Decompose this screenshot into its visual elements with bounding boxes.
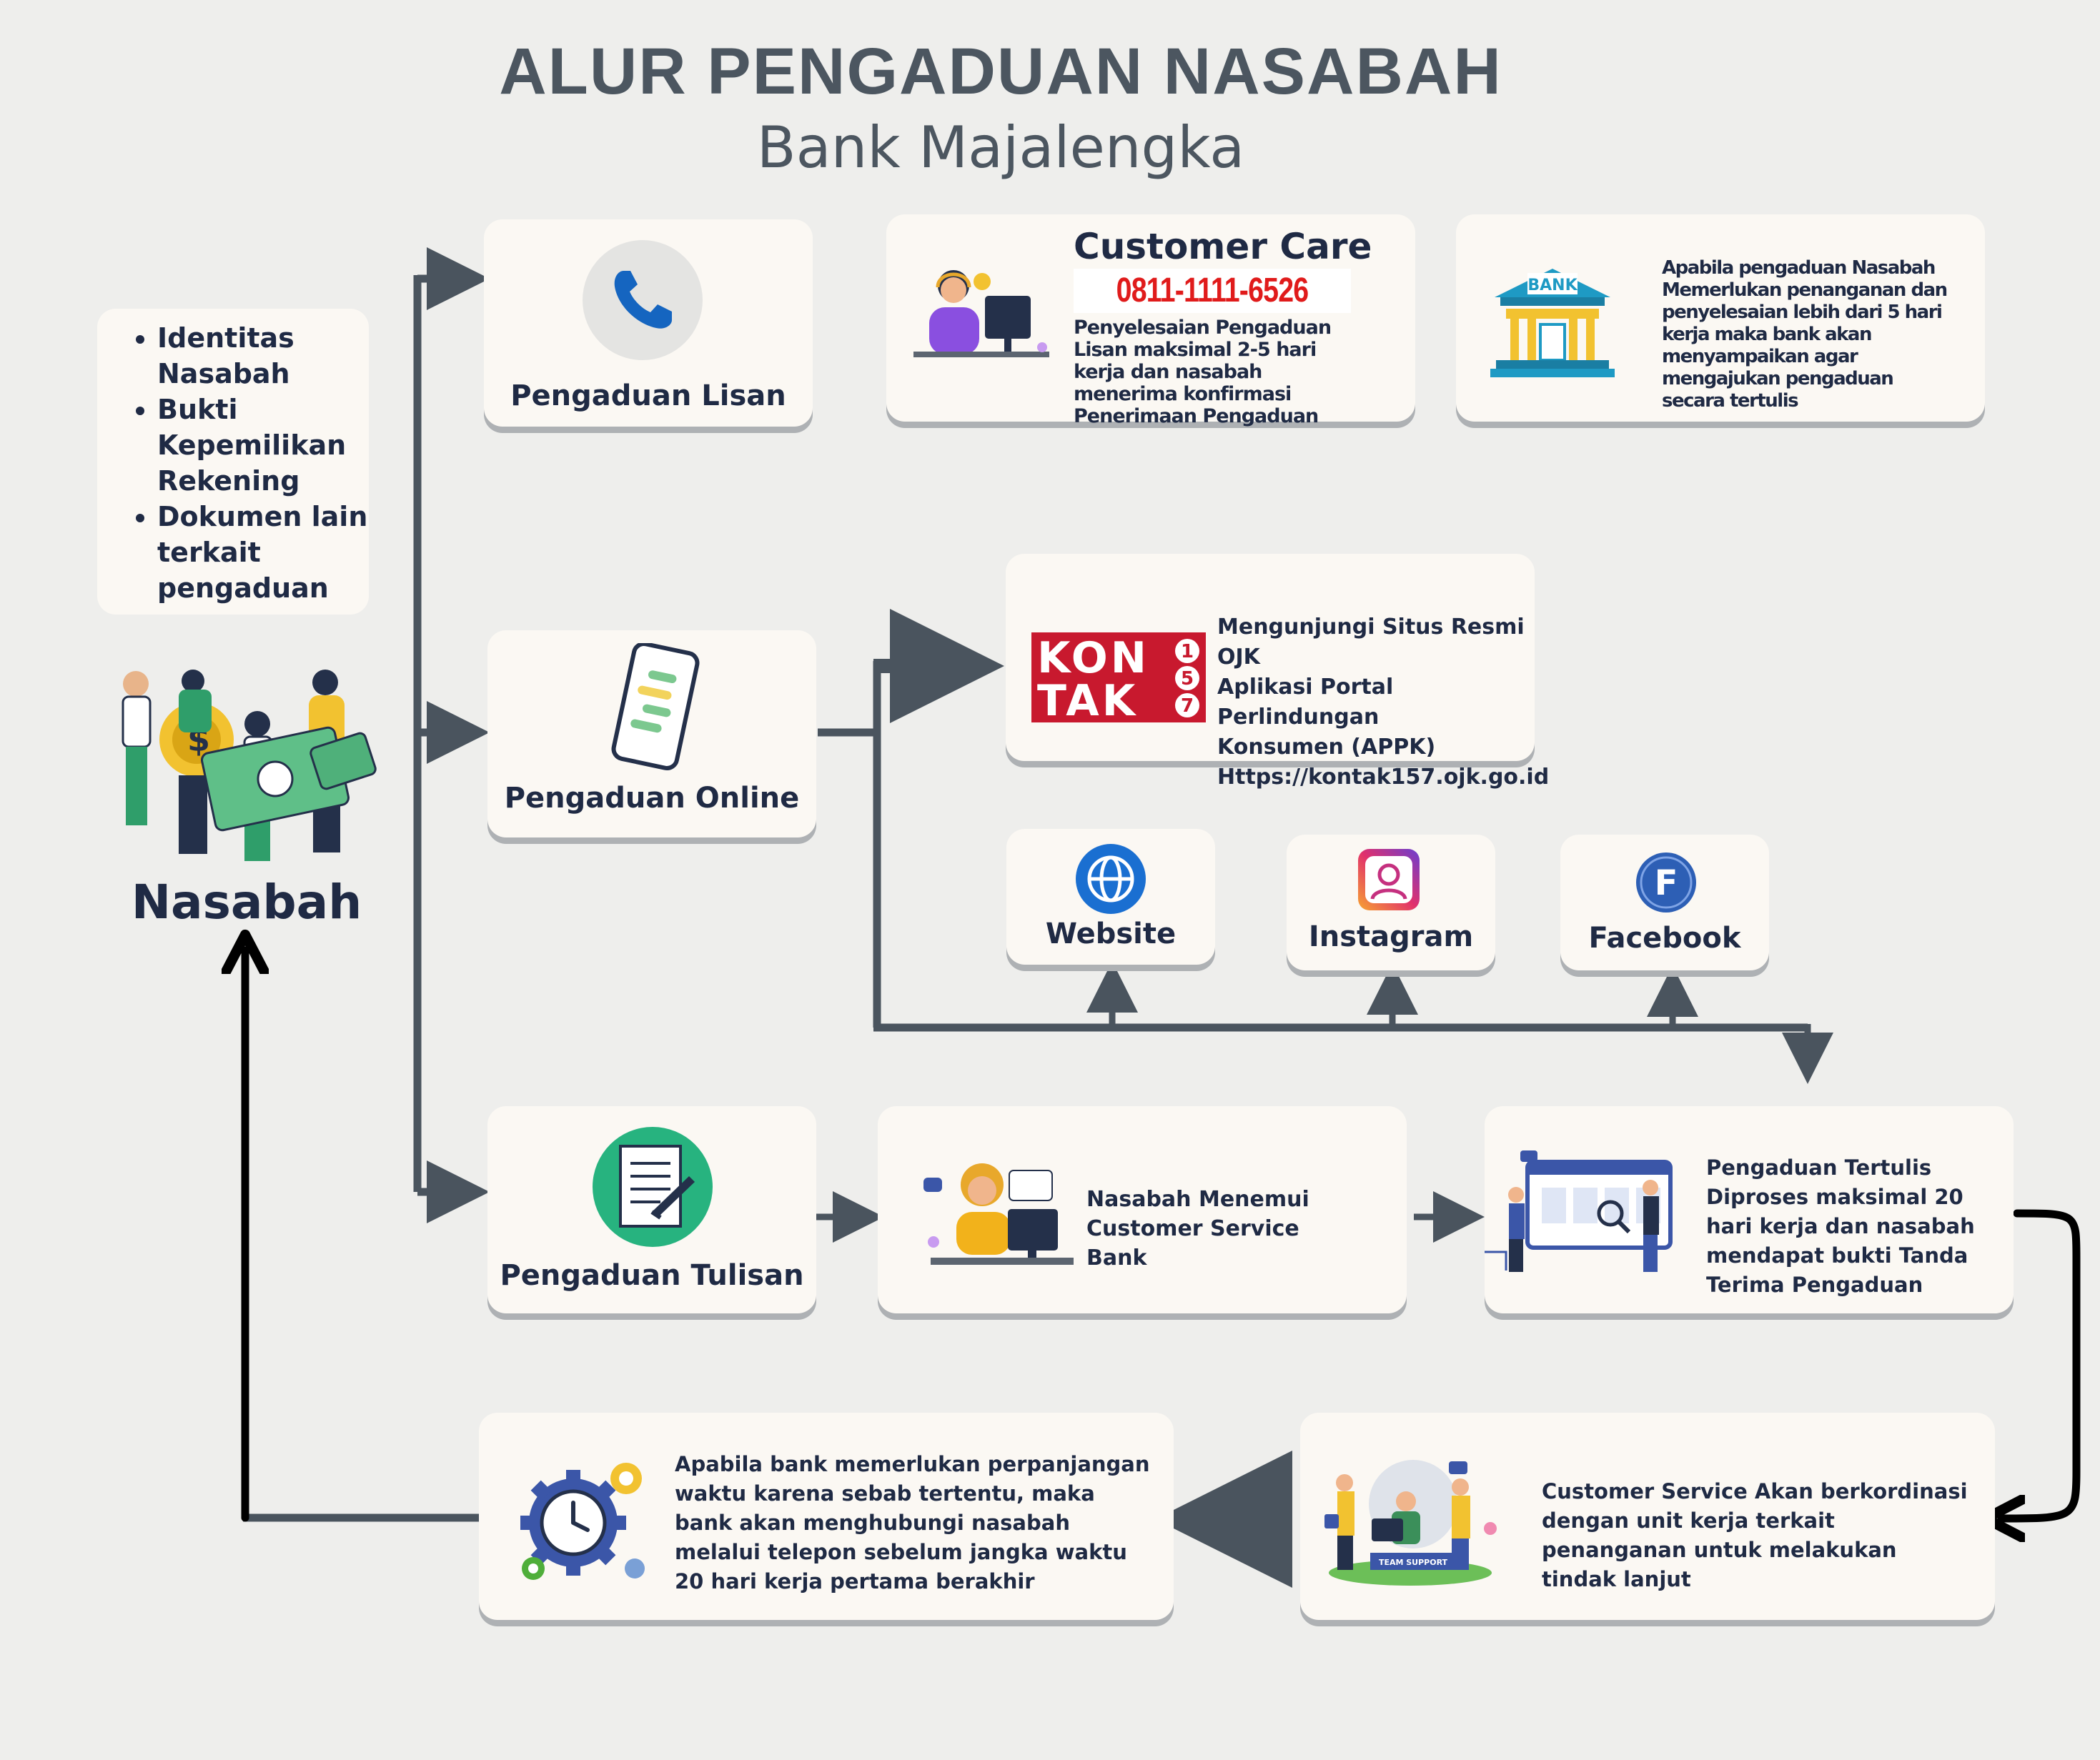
- cs-visit-description: Nasabah Menemui Customer Service Bank: [1086, 1187, 1309, 1271]
- kontak157-logo: KON TAK 1 5 7: [1031, 632, 1206, 722]
- channel-website-card[interactable]: Website: [1006, 829, 1215, 965]
- ojk-kontak-card: KON TAK 1 5 7 Mengunjungi Situs Resmi OJ…: [1006, 554, 1549, 790]
- customer-care-phone: 0811-1111-6526: [1116, 272, 1309, 309]
- customer-care-agent-illustration: [913, 270, 1049, 357]
- customer-care-description: Penyelesaian Pengaduan Lisan maksimal 2-…: [1074, 317, 1332, 427]
- phone-icon: [583, 240, 703, 360]
- bank-building-icon: BANK: [1490, 269, 1615, 377]
- processed-description: Pengaduan Tertulis Diproses maksimal 20 …: [1706, 1155, 1975, 1297]
- requirement-item: Identitas Nasabah: [157, 320, 369, 392]
- customer-service-agent-illustration: [923, 1163, 1074, 1265]
- pengaduan-lisan-card: Pengaduan Lisan: [484, 219, 813, 427]
- nasabah-illustration: $: [122, 670, 377, 861]
- gears-clock-icon: [520, 1463, 645, 1580]
- pengaduan-lisan-label: Pengaduan Lisan: [510, 379, 786, 412]
- curved-arrow-to-coordination: [2001, 1209, 2081, 1518]
- pengaduan-online-card: Pengaduan Online: [487, 630, 816, 837]
- nasabah-label: Nasabah: [131, 875, 362, 930]
- channel-website-label: Website: [1045, 918, 1177, 950]
- page-title: ALUR PENGADUAN NASABAH: [499, 35, 1502, 108]
- requirements-list: Identitas Nasabah Bukti Kepemilikan Reke…: [97, 320, 369, 606]
- ojk-line: Aplikasi Portal Perlindungan: [1217, 675, 1394, 730]
- kontak-logo-bottom: TAK: [1037, 676, 1138, 722]
- extension-description: Apabila bank memerlukan perpanjangan wak…: [675, 1452, 1150, 1594]
- document-pen-icon: [593, 1127, 713, 1247]
- facebook-icon: F: [1636, 852, 1696, 913]
- team-support-banner: TEAM SUPPORT: [1379, 1558, 1448, 1567]
- smartphone-chat-icon: [611, 643, 700, 770]
- cs-visit-card: Nasabah Menemui Customer Service Bank: [878, 1106, 1407, 1313]
- kontak-digit: 5: [1181, 668, 1194, 690]
- ojk-line: Mengunjungi Situs Resmi OJK: [1217, 615, 1525, 670]
- requirement-item: Bukti Kepemilikan Rekening: [157, 392, 369, 499]
- processed-card: Pengaduan Tertulis Diproses maksimal 20 …: [1485, 1106, 2014, 1313]
- globe-icon: [1076, 844, 1146, 914]
- kontak-digit: 1: [1181, 641, 1194, 662]
- channel-facebook-label: Facebook: [1588, 922, 1741, 955]
- pengaduan-tulisan-card: Pengaduan Tulisan: [487, 1106, 816, 1313]
- ojk-url[interactable]: Https://kontak157.ojk.go.id: [1217, 765, 1550, 790]
- team-support-illustration: TEAM SUPPORT: [1324, 1460, 1497, 1586]
- kontak-digit: 7: [1181, 695, 1194, 717]
- kontak-logo-top: KON: [1037, 633, 1149, 683]
- instagram-icon: [1358, 849, 1420, 910]
- coordination-card: TEAM SUPPORT Customer Service Akan berko…: [1300, 1413, 1995, 1620]
- page-subtitle: Bank Majalengka: [756, 114, 1245, 181]
- pengaduan-tulisan-label: Pengaduan Tulisan: [500, 1259, 804, 1292]
- channel-instagram-label: Instagram: [1308, 920, 1474, 953]
- extension-card: Apabila bank memerlukan perpanjangan wak…: [479, 1413, 1174, 1620]
- review-team-illustration: [1485, 1150, 1673, 1272]
- channel-facebook-card[interactable]: F Facebook: [1560, 835, 1769, 970]
- requirement-item: Dokumen lain terkait pengaduan: [157, 499, 369, 606]
- customer-care-card: Customer Care 0811-1111-6526 Penyelesaia…: [886, 214, 1415, 427]
- coordination-description: Customer Service Akan berkordinasi denga…: [1542, 1479, 1968, 1591]
- ojk-line: Konsumen (APPK): [1217, 735, 1436, 760]
- bank-escalation-card: BANK Apabila pengaduan Nasabah Memerluka…: [1456, 214, 1985, 422]
- bank-escalation-description: Apabila pengaduan Nasabah Memerlukan pen…: [1662, 257, 1948, 412]
- customer-care-heading: Customer Care: [1074, 226, 1372, 267]
- bank-sign: BANK: [1527, 277, 1578, 294]
- channel-instagram-card[interactable]: Instagram: [1287, 835, 1495, 970]
- requirements-card: Identitas Nasabah Bukti Kepemilikan Reke…: [97, 309, 369, 615]
- ojk-info: Mengunjungi Situs Resmi OJK Aplikasi Por…: [1217, 612, 1550, 792]
- facebook-glyph: F: [1655, 863, 1678, 903]
- pengaduan-online-label: Pengaduan Online: [504, 782, 800, 815]
- customer-care-phone-box: 0811-1111-6526: [1074, 269, 1351, 313]
